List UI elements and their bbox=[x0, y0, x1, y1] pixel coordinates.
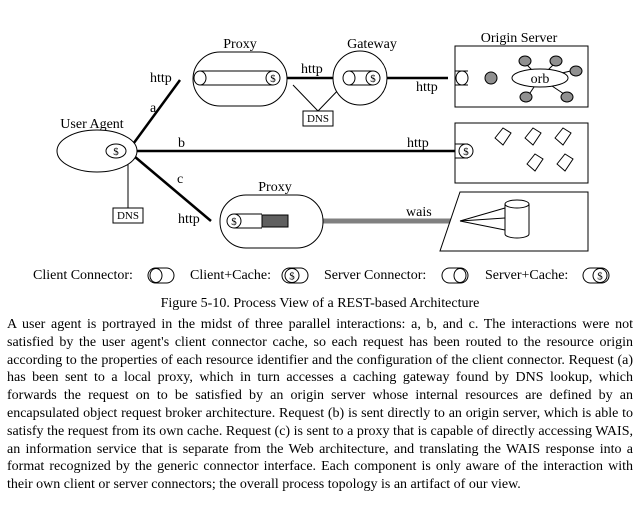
http-proxy-gateway-label: http bbox=[301, 62, 323, 77]
figure-caption: Figure 5-10. Process View of a REST-base… bbox=[160, 296, 480, 311]
request-c-line bbox=[127, 150, 212, 222]
legend-server-cache-symbol-text: $ bbox=[597, 271, 603, 283]
line-labels: a http http http b http c http wais bbox=[150, 62, 438, 227]
legend-server-connector-label: Server Connector: bbox=[324, 268, 426, 283]
http-a-label: http bbox=[150, 71, 172, 86]
gateway-client-connector bbox=[342, 70, 356, 86]
wais-fan-1 bbox=[459, 207, 506, 222]
wais-fan-2 bbox=[459, 217, 506, 222]
dns-left: DNS bbox=[112, 207, 144, 224]
file-icon bbox=[556, 153, 574, 172]
database-icon bbox=[504, 204, 530, 239]
legend-client-cache-symbol-text: $ bbox=[289, 271, 295, 283]
gateway-body bbox=[332, 50, 388, 106]
file-icon bbox=[554, 127, 572, 146]
gateway-cache-symbol: $ bbox=[370, 73, 376, 85]
proxy-bottom-cache-symbol: $ bbox=[231, 216, 237, 228]
user-agent-cache-symbol: $ bbox=[113, 146, 119, 158]
wais-server bbox=[439, 191, 589, 252]
dns-top-box bbox=[302, 110, 334, 127]
file-icon bbox=[524, 127, 542, 146]
legend-client-connector-symbol bbox=[147, 267, 175, 284]
orb-label: orb bbox=[531, 72, 550, 87]
orb-bus bbox=[511, 68, 569, 88]
file-server-cache-symbol: $ bbox=[463, 146, 469, 158]
proxy-top-label: Proxy bbox=[223, 37, 256, 52]
dns-left-label: DNS bbox=[117, 210, 139, 222]
legend-client-cache-symbol: $ bbox=[281, 267, 309, 284]
dns-top-label: DNS bbox=[307, 113, 329, 125]
file-server-cache bbox=[458, 143, 474, 159]
origin-server-connector bbox=[455, 70, 469, 86]
figure-description: A user agent is portrayed in the midst o… bbox=[7, 317, 633, 493]
http-gateway-origin-label: http bbox=[416, 80, 438, 95]
origin-server-files: $ bbox=[454, 122, 589, 184]
gateway-server-cache bbox=[365, 70, 381, 86]
user-agent: User Agent $ bbox=[56, 117, 138, 173]
proxy-top: Proxy $ bbox=[192, 37, 288, 107]
path-b-label: b bbox=[178, 136, 185, 151]
user-agent-client-cache bbox=[105, 143, 127, 159]
proxy-bottom-client-cache bbox=[226, 213, 242, 229]
proxy-top-body bbox=[192, 51, 288, 107]
path-c-label: c bbox=[177, 172, 183, 187]
orb-object-2 bbox=[549, 55, 563, 67]
proxy-top-client-connector bbox=[193, 70, 207, 86]
proxy-top-server-cache bbox=[265, 70, 281, 86]
legend-server-cache-label: Server+Cache: bbox=[485, 268, 568, 283]
proxy-top-cache-symbol: $ bbox=[270, 73, 276, 85]
file-icons bbox=[494, 127, 574, 172]
connection-lines bbox=[126, 76, 460, 224]
origin-server-orb: Origin Server orb bbox=[454, 31, 589, 108]
path-a-label: a bbox=[150, 101, 157, 116]
origin-object-dot bbox=[484, 71, 498, 85]
legend-server-connector-symbol bbox=[441, 267, 469, 284]
origin-server-label: Origin Server bbox=[481, 31, 558, 46]
wais-fan-3 bbox=[459, 220, 506, 231]
request-a-line bbox=[126, 79, 182, 152]
gateway-label: Gateway bbox=[347, 37, 397, 52]
file-icon bbox=[494, 127, 512, 146]
orb-object-3 bbox=[569, 65, 583, 77]
proxy-bottom-label: Proxy bbox=[258, 180, 291, 195]
database-icon-top bbox=[504, 199, 530, 209]
user-agent-label: User Agent bbox=[60, 117, 123, 132]
gateway: Gateway $ bbox=[332, 37, 397, 106]
wais-translator bbox=[261, 214, 289, 228]
http-b-label: http bbox=[407, 136, 429, 151]
dns-top-link-left bbox=[292, 84, 319, 112]
orb-object-5 bbox=[560, 91, 574, 103]
proxy-bottom: Proxy $ bbox=[219, 180, 324, 249]
process-view-diagram: Proxy $ Gateway $ DNS Origin Server bbox=[33, 31, 610, 284]
file-icon bbox=[526, 153, 544, 172]
legend-client-cache-label: Client+Cache: bbox=[190, 268, 271, 283]
wais-label: wais bbox=[406, 205, 432, 220]
legend-client-connector-label: Client Connector: bbox=[33, 268, 133, 283]
legend: Client Connector: Client+Cache: $ Server… bbox=[33, 267, 610, 284]
legend-server-cache-symbol: $ bbox=[582, 267, 610, 284]
user-agent-body bbox=[56, 129, 138, 173]
orb-object-1 bbox=[518, 55, 532, 67]
orb-object-4 bbox=[519, 91, 533, 103]
dns-left-box bbox=[112, 207, 144, 224]
dns-top: DNS bbox=[302, 110, 334, 127]
http-c-label: http bbox=[178, 212, 200, 227]
